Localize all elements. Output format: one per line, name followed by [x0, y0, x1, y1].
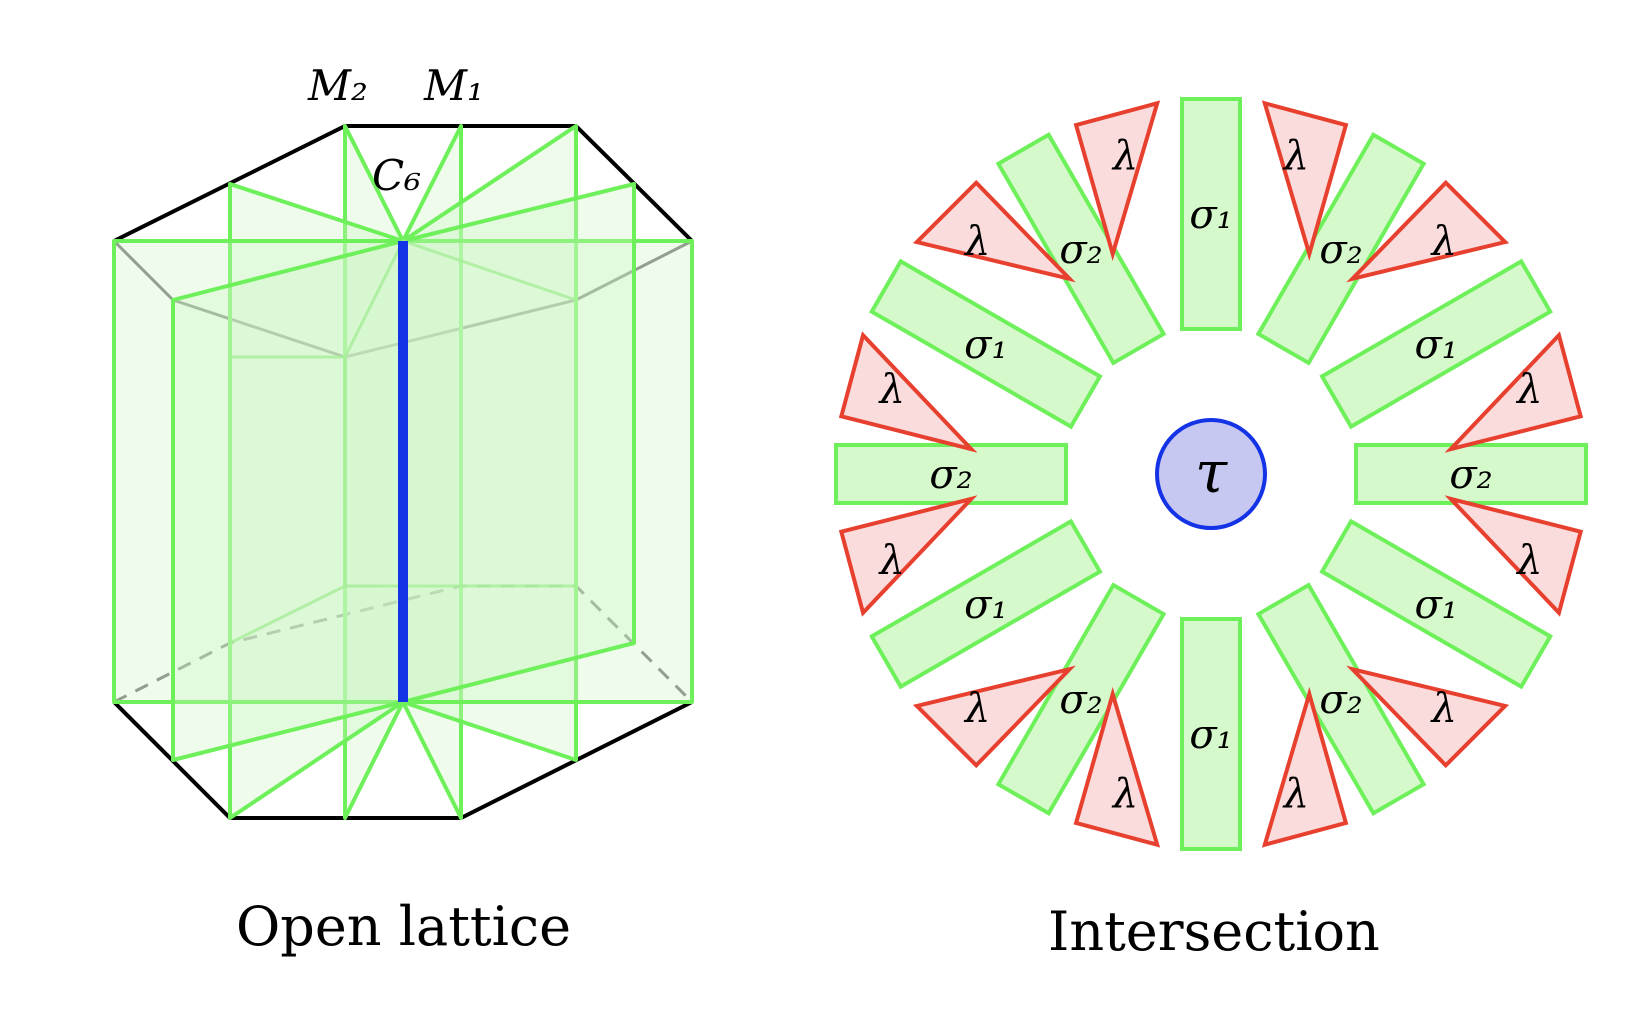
- intersection-caption: Intersection: [1048, 900, 1380, 963]
- sigma-bar-3: [1319, 258, 1553, 430]
- label-m2: M₂: [307, 61, 368, 110]
- lambda-triangle-shape: [1261, 100, 1349, 262]
- lambda-label: λ: [1515, 367, 1542, 413]
- sigma-label: σ₁: [1189, 192, 1232, 238]
- lambda-label: λ: [878, 537, 905, 583]
- sigma-label: σ₂: [1319, 677, 1362, 723]
- sigma-bar-9: [869, 518, 1103, 690]
- lambda-label: λ: [1111, 133, 1138, 179]
- lambda-triangle-shape: [912, 179, 1076, 283]
- mirror-plane-e: [401, 182, 636, 704]
- lambda-label: λ: [878, 367, 905, 413]
- sigma-bar-shape: [1180, 97, 1242, 331]
- lambda-triangle-11: [912, 179, 1076, 283]
- lambda-label: λ: [1515, 537, 1542, 583]
- sigma-bar-shape: [1180, 617, 1242, 851]
- intersection-ring: σ₁ σ₂ σ₁ σ₂ σ₁ σ₂ σ₁ σ₂ σ₁ σ₂ σ₁ σ₂ λ λ λ λ λ λ λ λ λ λ λ λ: [834, 97, 1588, 851]
- lambda-triangle-shape: [1444, 495, 1584, 617]
- open-lattice-caption: Open lattice: [236, 895, 572, 958]
- sigma-label: σ₁: [1189, 712, 1232, 758]
- lambda-triangle-shape: [1346, 179, 1510, 283]
- lambda-label: λ: [963, 685, 990, 731]
- label-m1: M₁: [423, 61, 484, 110]
- label-c6: C₆: [372, 151, 421, 200]
- lambda-triangle-6: [1261, 686, 1349, 848]
- inner-guide-top: [230, 239, 577, 359]
- sigma-bar-5: [1319, 518, 1553, 690]
- lambda-triangle-shape: [1346, 665, 1510, 769]
- lambda-triangle-8: [912, 665, 1076, 769]
- lambda-triangle-4: [1444, 495, 1584, 617]
- sigma-label: σ₂: [929, 452, 972, 498]
- sigma-label: σ₂: [1319, 227, 1362, 273]
- sigma-label: σ₂: [1059, 227, 1102, 273]
- mirror-plane-f: [171, 239, 405, 762]
- lambda-triangle-12: [1073, 100, 1161, 262]
- lambda-triangle-shape: [1444, 331, 1584, 453]
- sigma-bar-1: [1180, 97, 1242, 331]
- tau-label: τ: [1195, 438, 1228, 506]
- sigma-label: σ₁: [964, 582, 1007, 628]
- lambda-label: λ: [1430, 219, 1457, 265]
- sigma-bar-7: [1180, 617, 1242, 851]
- lambda-label: λ: [1430, 685, 1457, 731]
- sigma-bar-shape: [869, 258, 1103, 430]
- sigma-label: σ₁: [1414, 322, 1457, 368]
- intersection-panel: σ₁ σ₂ σ₁ σ₂ σ₁ σ₂ σ₁ σ₂ σ₁ σ₂ σ₁ σ₂ λ λ λ λ λ λ λ λ λ λ λ λ τ: [834, 97, 1588, 851]
- lambda-triangle-shape: [1073, 686, 1161, 848]
- lambda-triangle-7: [1073, 686, 1161, 848]
- lambda-triangle-2: [1346, 179, 1510, 283]
- sigma-label: σ₁: [964, 322, 1007, 368]
- lambda-triangle-shape: [1261, 686, 1349, 848]
- lambda-label: λ: [1282, 771, 1309, 817]
- lambda-label: λ: [1282, 133, 1309, 179]
- lambda-label: λ: [1111, 771, 1138, 817]
- lambda-triangle-shape: [1073, 100, 1161, 262]
- lambda-triangle-shape: [838, 495, 978, 617]
- sigma-label: σ₂: [1059, 677, 1102, 723]
- sigma-label: σ₁: [1414, 582, 1457, 628]
- lambda-triangle-shape: [912, 665, 1076, 769]
- lambda-triangle-10: [838, 331, 978, 453]
- sigma-bar-shape: [1319, 518, 1553, 690]
- open-lattice-panel: M₂ M₁ C₆: [112, 61, 694, 820]
- lambda-triangle-1: [1261, 100, 1349, 262]
- lambda-triangle-9: [838, 495, 978, 617]
- lambda-triangle-shape: [838, 331, 978, 453]
- lambda-triangle-3: [1444, 331, 1584, 453]
- tau-circle: [1155, 418, 1267, 530]
- lambda-triangle-5: [1346, 665, 1510, 769]
- sigma-bar-11: [869, 258, 1103, 430]
- sigma-bar-shape: [869, 518, 1103, 690]
- lambda-label: λ: [963, 219, 990, 265]
- sigma-bar-shape: [1319, 258, 1553, 430]
- sigma-label: σ₂: [1449, 452, 1492, 498]
